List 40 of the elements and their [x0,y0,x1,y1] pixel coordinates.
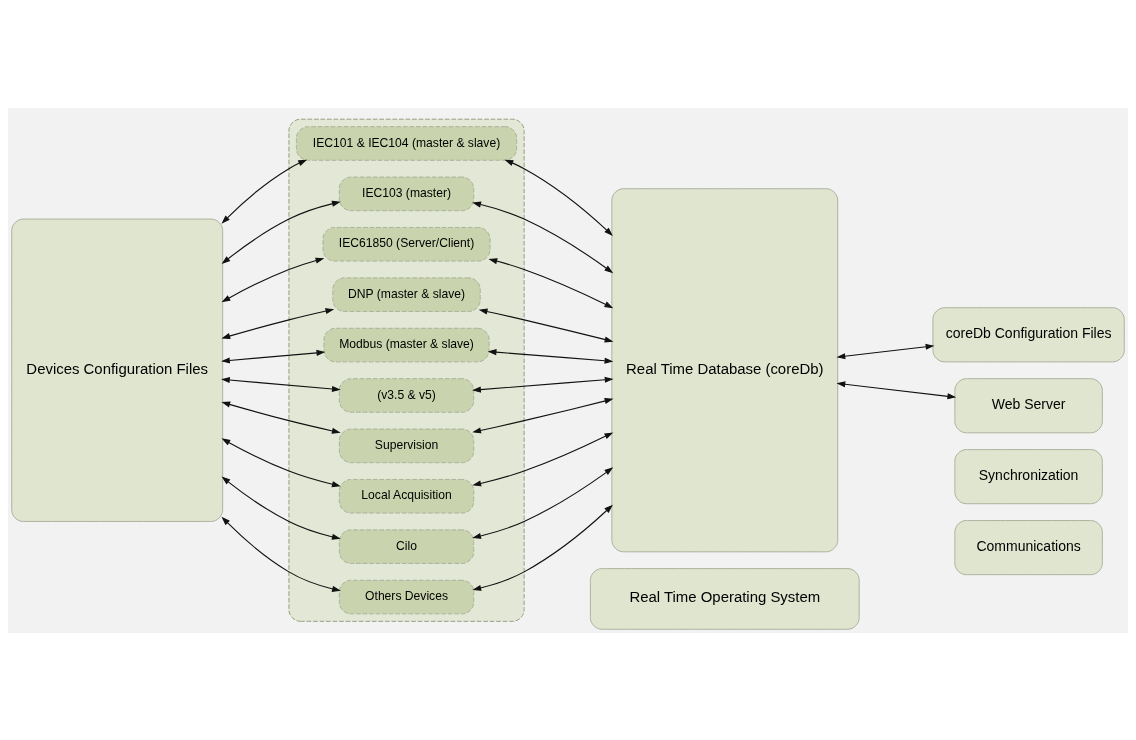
node-box: Web Server [954,377,1103,433]
arrow [472,376,614,393]
arrow [488,257,614,308]
arrow [487,348,614,364]
node-box: IEC61850 (Server/Client) [322,226,491,262]
arrow [472,504,613,591]
arrow [221,159,308,224]
arrow [836,380,957,399]
arrow [221,200,341,264]
arrow [504,159,613,236]
node-box: Real Time Database (coreDb) [611,187,839,552]
node-box: Devices Configuration Files [11,218,224,522]
node-box: Real Time Operating System [589,567,860,630]
node-box: coreDb Configuration Files [932,306,1125,362]
node-box: Modbus (master & slave) [323,327,490,362]
arrow [472,201,614,273]
node-box: Local Acquisition [338,478,475,514]
arrow [221,257,325,302]
node-box: Supervision [338,428,475,463]
arrow [221,476,341,540]
node-box: Communications [954,519,1103,575]
node-box: DNP (master & slave) [332,276,481,312]
arrow [472,397,614,433]
node-box: (v3.5 & v5) [338,377,475,413]
arrow [221,516,341,592]
arrow [472,466,614,539]
arrow [221,307,335,339]
node-box: Synchronization [954,448,1103,504]
arrow [836,343,935,359]
cluster [288,118,525,622]
node-box: IEC103 (master) [338,176,475,211]
node-box: Others Devices [338,579,475,614]
arrow [221,349,326,364]
arrow [472,431,614,486]
arrow [221,401,341,434]
arrow [221,437,341,487]
node-box: Cilo [338,528,475,564]
arrow [221,376,341,392]
arrow [478,308,614,342]
node-box: IEC101 & IEC104 (master & slave) [295,125,518,161]
